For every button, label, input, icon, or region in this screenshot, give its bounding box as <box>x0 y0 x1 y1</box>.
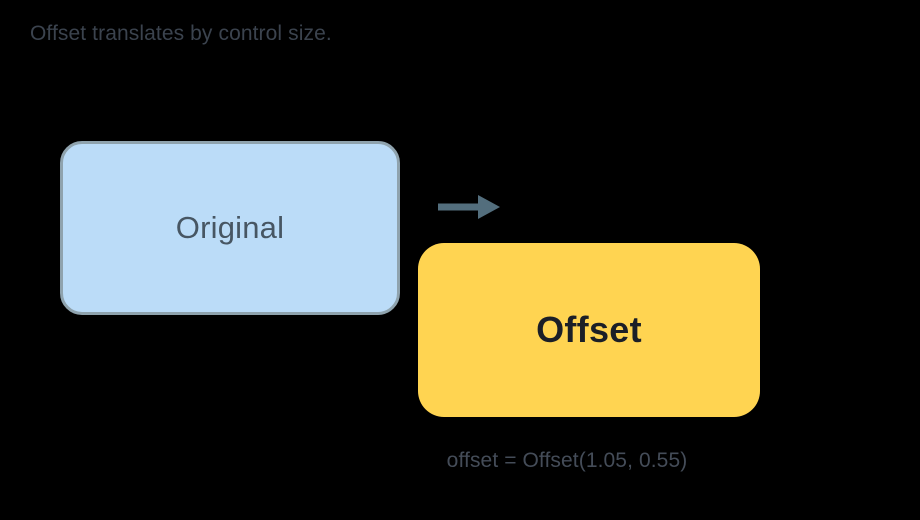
page-title: Offset translates by control size. <box>30 22 332 45</box>
arrow-right-svg <box>438 195 500 219</box>
original-box: Original <box>60 141 400 315</box>
arrow-head <box>478 195 500 219</box>
original-box-label: Original <box>175 210 285 245</box>
offset-caption: offset = Offset(1.05, 0.55) <box>446 449 688 472</box>
offset-box: Offset <box>418 243 760 417</box>
offset-box-label: Offset <box>536 309 642 350</box>
arrow-right-icon <box>438 192 500 222</box>
arrow-shaft <box>438 203 482 211</box>
